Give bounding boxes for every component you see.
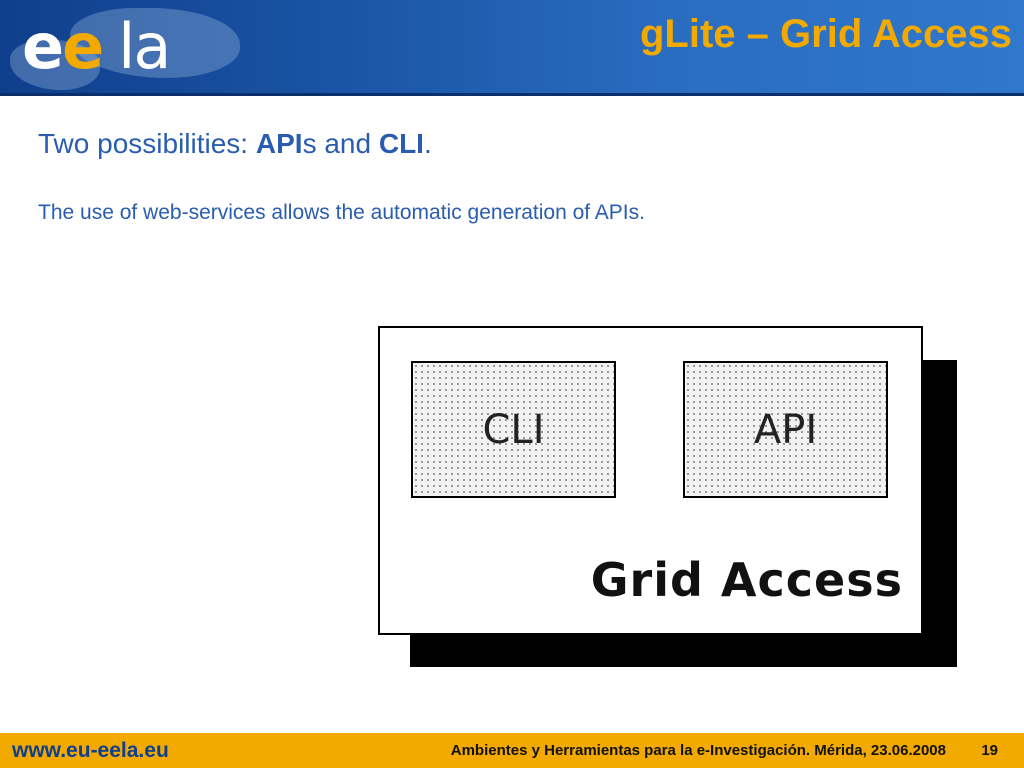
cli-bold: CLI [378,128,424,159]
slide-title: gLite – Grid Access [640,12,1012,56]
cli-box-label: CLI [482,406,545,453]
text-middle: s and [302,128,379,159]
api-box: API [683,361,888,498]
logo-letters: la [118,10,171,83]
footer-url-link[interactable]: www.eu-eela.eu [12,739,169,762]
map-background-shape [70,8,240,78]
logo-letter: e [22,10,64,83]
grid-access-diagram: CLI API Grid Access [378,326,958,668]
footer-event-text: Ambientes y Herramientas para la e-Inves… [450,742,946,759]
page-number: 19 [981,742,998,759]
grid-access-label: Grid Access [590,553,903,607]
api-box-label: API [753,406,818,453]
text-prefix: Two possibilities: [38,128,256,159]
grid-access-panel: CLI API Grid Access [378,326,923,635]
logo-letter: e [62,10,104,83]
text-suffix: . [423,128,432,159]
footer-bar: www.eu-eela.eu Ambientes y Herramientas … [0,733,1024,768]
cli-box: CLI [411,361,616,498]
api-bold: API [255,128,303,159]
map-background-shape [10,40,100,90]
possibilities-text: Two possibilities: APIs and CLI. [38,126,432,162]
web-services-text: The use of web-services allows the autom… [38,201,645,224]
